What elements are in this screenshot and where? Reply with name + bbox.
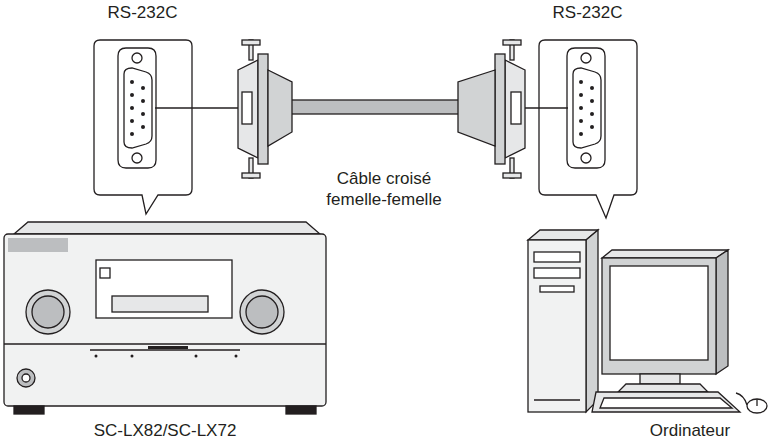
db9-port [118,48,238,168]
crossover-cable [238,40,525,178]
callout-bubble [539,40,637,218]
port-label: RS-232C [85,2,200,23]
db9-port [525,48,605,168]
device-label: SC-LX82/SC-LX72 [60,420,270,441]
av-receiver [4,222,326,414]
callout-bubble [94,40,192,214]
label-patch [316,166,452,216]
computer [528,230,767,413]
port-label: RS-232C [530,2,645,23]
cable-label: Câble croisé femelle-femelle [318,168,450,210]
device-label: Ordinateur [630,420,750,441]
